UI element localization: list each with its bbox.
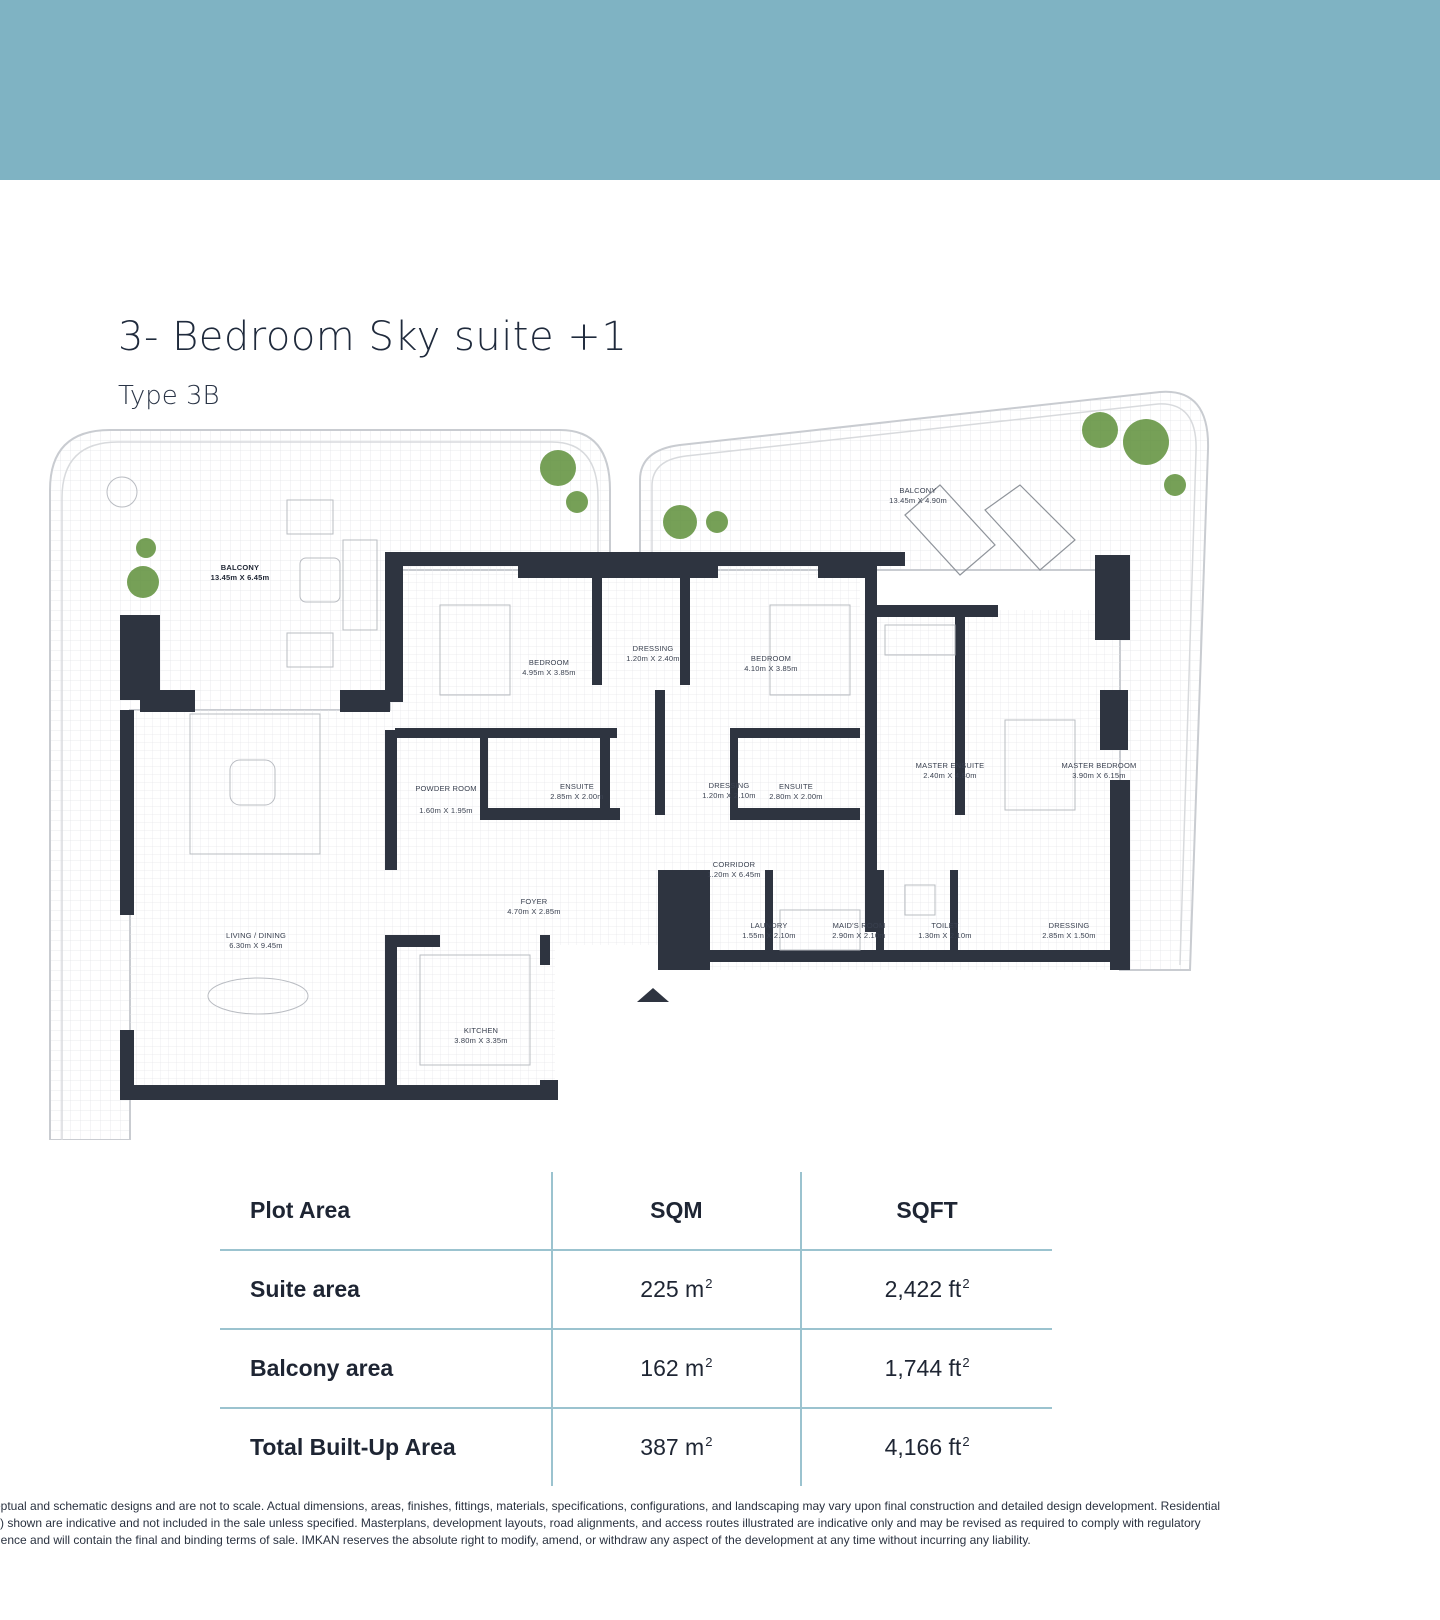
room-labels: BALCONY 13.45m X 6.45m BALCONY 13.45m X … bbox=[211, 486, 1137, 1045]
table-header-row: Plot Area SQM SQFT bbox=[220, 1172, 1052, 1250]
disclaimer-line: eptual and schematic designs and are not… bbox=[0, 1499, 1221, 1513]
room-dims: 1.20m X 6.45m bbox=[707, 870, 760, 879]
room-name: LIVING / DINING bbox=[226, 931, 286, 940]
row-label: Total Built-Up Area bbox=[220, 1407, 552, 1486]
room-name: POWDER ROOM bbox=[415, 784, 476, 793]
room-dims: 3.80m X 3.35m bbox=[454, 1036, 507, 1045]
room-dims: 3.90m X 6.15m bbox=[1072, 771, 1125, 780]
table-row: Suite area 225 m2 2,422 ft2 bbox=[220, 1249, 1052, 1329]
entry-marker bbox=[637, 988, 669, 1002]
row-sqm: 162 m2 bbox=[550, 1328, 802, 1408]
room-name: FOYER bbox=[521, 897, 548, 906]
table-row: Balcony area 162 m2 1,744 ft2 bbox=[220, 1328, 1052, 1408]
room-dims: 4.70m X 2.85m bbox=[507, 907, 560, 916]
room-dims: 2.90m X 2.10m bbox=[832, 931, 885, 940]
room-dims: 2.80m X 2.00m bbox=[769, 792, 822, 801]
room-name: DRESSING bbox=[633, 644, 674, 653]
header-band bbox=[0, 0, 1440, 180]
room-dims: 6.30m X 9.45m bbox=[229, 941, 282, 950]
room-dims: 1.30m X 2.10m bbox=[918, 931, 971, 940]
row-label: Balcony area bbox=[220, 1328, 552, 1408]
room-name: MASTER ENSUITE bbox=[916, 761, 985, 770]
row-sqft: 1,744 ft2 bbox=[800, 1328, 1052, 1408]
row-sqm: 225 m2 bbox=[550, 1249, 802, 1329]
disclaimer-line: s) shown are indicative and not included… bbox=[0, 1516, 1201, 1530]
room-name: DRESSING bbox=[709, 781, 750, 790]
room-dims: 13.45m X 4.90m bbox=[889, 496, 947, 505]
disclaimer-line: dence and will contain the final and bin… bbox=[0, 1533, 1031, 1547]
room-dims: 2.85m X 1.50m bbox=[1042, 931, 1095, 940]
balcony-left-outline bbox=[49, 429, 611, 1140]
room-dims: 4.95m X 3.85m bbox=[522, 668, 575, 677]
room-name: TOILET bbox=[931, 921, 959, 930]
room-name: KITCHEN bbox=[464, 1026, 498, 1035]
room-name: BEDROOM bbox=[529, 658, 569, 667]
room-name: ENSUITE bbox=[779, 782, 813, 791]
row-label: Suite area bbox=[220, 1249, 552, 1329]
room-dims: 2.85m X 2.00m bbox=[550, 792, 603, 801]
table-header-sqft: SQFT bbox=[800, 1172, 1052, 1250]
room-name: LAUNDRY bbox=[750, 921, 787, 930]
room-dims: 1.20m X 2.40m bbox=[626, 654, 679, 663]
table-header-sqm: SQM bbox=[550, 1172, 802, 1250]
room-name: ENSUITE bbox=[560, 782, 594, 791]
room-dims: 2.40m X 4.80m bbox=[923, 771, 976, 780]
walls bbox=[120, 552, 1130, 1100]
area-table: Plot Area SQM SQFT Suite area 225 m2 2,4… bbox=[220, 1172, 1052, 1486]
furniture bbox=[106, 476, 1076, 1066]
room-name: CORRIDOR bbox=[713, 860, 756, 869]
room-name: BALCONY bbox=[899, 486, 936, 495]
row-sqft: 2,422 ft2 bbox=[800, 1249, 1052, 1329]
room-dims: 1.60m X 1.95m bbox=[419, 806, 472, 815]
table-header-plot-area: Plot Area bbox=[250, 1197, 351, 1223]
room-dims: 13.45m X 6.45m bbox=[211, 573, 270, 582]
table-row: Total Built-Up Area 387 m2 4,166 ft2 bbox=[220, 1407, 1052, 1486]
unit-type: Type 3B bbox=[118, 381, 220, 411]
room-name: BALCONY bbox=[221, 563, 259, 572]
disclaimer: eptual and schematic designs and are not… bbox=[0, 1498, 1254, 1549]
room-dims: 1.20m X 2.10m bbox=[702, 791, 755, 800]
room-name: MAID'S ROOM bbox=[833, 921, 886, 930]
page-title: 3- Bedroom Sky suite +1 bbox=[118, 314, 628, 360]
room-dims: 1.55m X 2.10m bbox=[742, 931, 795, 940]
room-name: DRESSING bbox=[1049, 921, 1090, 930]
balcony-right-outline bbox=[639, 390, 1210, 971]
room-name: BEDROOM bbox=[751, 654, 791, 663]
plants bbox=[127, 412, 1186, 598]
floor-plan: BALCONY 13.45m X 6.45m BALCONY 13.45m X … bbox=[49, 390, 1210, 1140]
room-name: MASTER BEDROOM bbox=[1062, 761, 1137, 770]
row-sqft: 4,166 ft2 bbox=[800, 1407, 1052, 1486]
room-dims: 4.10m X 3.85m bbox=[744, 664, 797, 673]
row-sqm: 387 m2 bbox=[550, 1407, 802, 1486]
